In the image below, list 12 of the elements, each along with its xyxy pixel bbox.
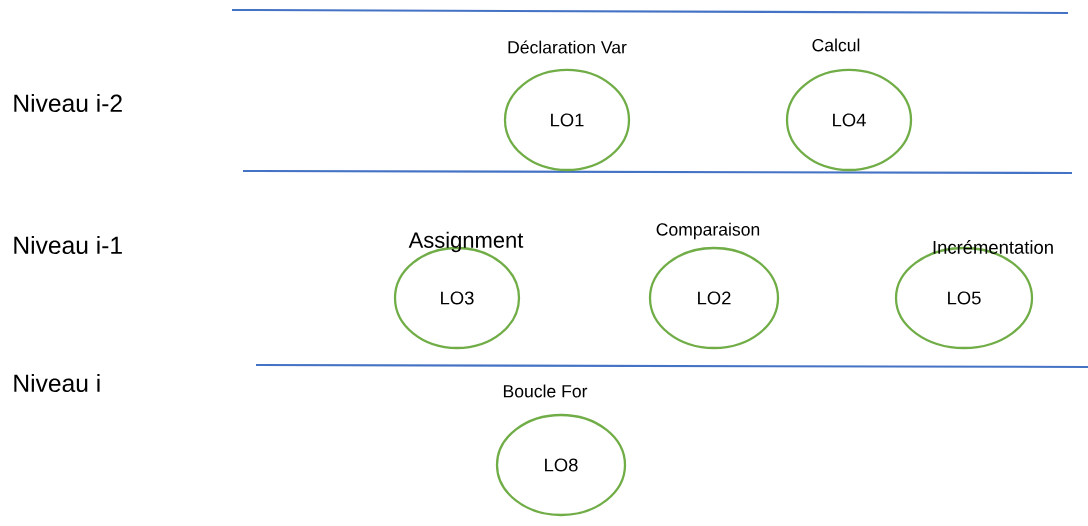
level-label: Niveau i-1 — [14, 235, 122, 255]
node-heading: Calcul — [812, 38, 860, 52]
node-heading: Déclaration Var — [508, 40, 627, 54]
node-heading: Boucle For — [503, 384, 588, 398]
level-label: Niveau i-2 — [14, 93, 122, 113]
ellipse-node: LO4 — [785, 68, 913, 172]
node-heading: Comparaison — [656, 222, 760, 240]
ellipse-node: LO1 — [503, 68, 631, 172]
level-label: Niveau i — [14, 373, 100, 393]
ellipse-node: LO8 — [495, 413, 627, 517]
node-heading: Incrémentation — [933, 240, 1053, 254]
ellipse-node: LO2 — [648, 246, 780, 350]
